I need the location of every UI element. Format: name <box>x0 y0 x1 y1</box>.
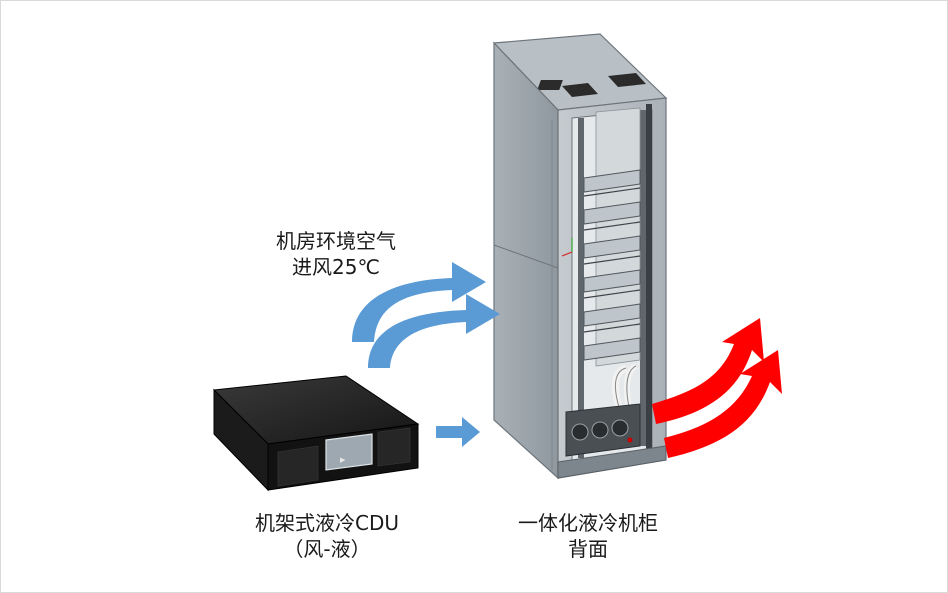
rack-cdu-unit: ▶ <box>212 375 420 492</box>
cdu-label-line1: 机架式液冷CDU <box>254 511 399 535</box>
curved-blue-arrow-icon <box>368 294 500 368</box>
cabinet-label-line2: 背面 <box>568 537 608 561</box>
ambient-air-inlet-arrows <box>352 262 500 447</box>
ambient-air-label-line2: 进风25℃ <box>292 255 380 279</box>
curved-red-arrow-icon <box>664 350 782 458</box>
hot-air-outlet-arrows <box>652 318 782 458</box>
cdu-label-line2: （风-液） <box>283 537 371 561</box>
curved-red-arrow-icon <box>652 318 764 424</box>
straight-blue-arrow-icon <box>436 417 480 447</box>
ambient-air-label-line1: 机房环境空气 <box>276 229 396 253</box>
cabinet-label: 一体化液冷机柜 背面 <box>488 510 688 562</box>
curved-blue-arrow-icon <box>352 262 486 342</box>
svg-text:▶: ▶ <box>340 456 346 464</box>
ambient-air-label: 机房环境空气 进风25℃ <box>236 228 436 280</box>
liquid-cooled-cabinet <box>492 33 668 480</box>
cabinet-label-line1: 一体化液冷机柜 <box>518 511 658 535</box>
cdu-label: 机架式液冷CDU （风-液） <box>212 510 442 562</box>
